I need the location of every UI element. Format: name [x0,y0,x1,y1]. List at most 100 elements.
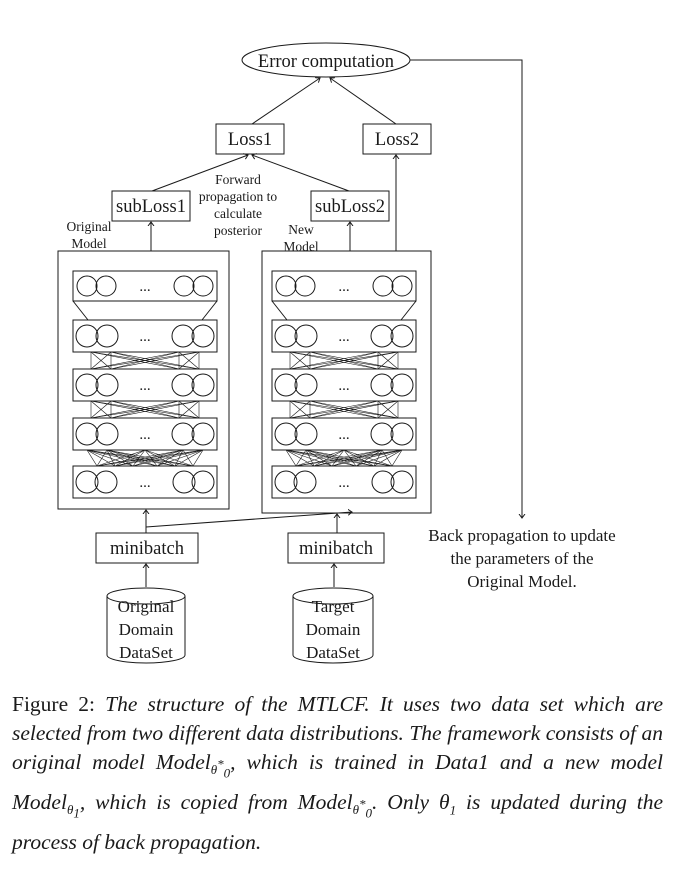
new-model-bottom-connections [285,449,403,467]
original-model-connections [90,351,200,370]
new-model-neuron [390,373,414,397]
dataset1-label: Original Domain DataSet [118,597,175,662]
caption-data1: Data1 [435,750,489,774]
caption-theta1: θ1 [67,802,80,821]
new-model-neuron [274,422,298,446]
new-model-neuron [294,373,318,397]
original-model-neuron [173,275,195,297]
new-model-neuron [293,470,317,494]
original-model-label-line-1: Original [67,219,112,234]
original-model-neuron [171,422,195,446]
new-model-neuron [370,324,394,348]
subloss2-label: subLoss2 [315,197,385,217]
mtlcf-diagram: ............... ............... Error co… [57,42,616,664]
new-model-neuron [391,275,413,297]
original-model-network: ............... [72,270,218,499]
original-model-neuron [95,373,119,397]
original-model-neuron [95,324,119,348]
new-model-layer-ellipsis: ... [338,475,349,491]
caption-theta0star-2: θ*0 [352,797,372,821]
caption-model-word-3: Model [297,789,353,814]
arrow-subloss2-to-loss1 [252,155,350,192]
new-model-neuron [294,324,318,348]
loss2-label: Loss2 [375,130,419,150]
original-model-neuron [75,422,99,446]
caption-model-theta0star: Modelθ*0 [156,750,230,781]
arrow-minibatch1-to-model2 [145,512,352,528]
new-model-funnel [271,300,417,321]
new-model-connections [289,351,399,370]
original-model-label-line-2: Model [71,236,106,251]
caption-model-theta0star-2: Modelθ*0 [297,789,372,821]
caption-model-theta1: Modelθ1 [12,789,80,821]
caption-text-3: and a new model [499,750,663,774]
new-model-layer-ellipsis: ... [338,427,349,443]
new-model-neuron [274,324,298,348]
dataset2-label-line-1: Target [312,597,355,616]
new-model-layer-1 [271,270,417,302]
loss1-label: Loss1 [228,130,272,150]
caption-theta1-inline-index: 1 [449,802,457,818]
backprop-note: Back propagation to update the parameter… [428,526,615,591]
original-model-neuron [172,470,196,494]
dataset1-cylinder [106,587,186,664]
original-model-neuron [95,422,119,446]
arrow-loss2-to-error [330,78,397,125]
caption-text-6: is updated during the process of back pr… [12,789,664,854]
new-model-label: New Model [283,222,318,254]
caption-theta0star-symbol-2: θ [352,802,359,818]
original-model-neuron [191,470,215,494]
original-model-layer-ellipsis: ... [139,378,150,394]
caption-theta1-inline-symbol: θ [439,789,450,814]
original-model-layer-ellipsis: ... [139,475,150,491]
original-model-layer-5 [72,465,218,499]
new-model-layer-ellipsis: ... [338,329,349,345]
original-model-neuron [75,373,99,397]
new-model-neuron [294,275,316,297]
forward-note-line-4: posterior [214,223,262,238]
caption-label: Figure 2: [12,692,95,716]
caption-theta0star-index-2: 0 [365,805,373,821]
new-model-connections [289,400,399,419]
original-model-layer-ellipsis: ... [139,329,150,345]
minibatch1-label: minibatch [110,539,184,559]
original-model-neuron [191,373,215,397]
original-model-neuron [94,470,118,494]
loss1-box [215,123,285,155]
original-model-layer-ellipsis: ... [139,279,150,295]
dataset2-label-line-2: Domain [306,620,361,639]
new-model-network: ............... [271,270,417,499]
new-model-neuron [274,373,298,397]
dataset1-label-line-3: DataSet [119,643,173,662]
backprop-arrow [410,59,522,518]
subloss2-box [310,190,390,222]
original-model-layer-1 [72,270,218,302]
dataset2-label: Target Domain DataSet [306,597,361,662]
caption-theta1-index: 1 [73,805,80,821]
caption-theta0star-star: * [217,756,224,772]
backprop-note-line-3: Original Model. [467,572,577,591]
new-model-neuron [372,275,394,297]
caption-model-word-2: Model [12,789,67,814]
caption-theta0star-symbol: θ [210,762,218,778]
original-model-label: Original Model [67,219,112,251]
original-model-neuron [171,373,195,397]
new-model-layer-ellipsis: ... [338,279,349,295]
minibatch2-box [287,532,385,564]
original-model-bottom-connections [86,449,204,467]
original-model-neuron [95,275,117,297]
loss2-box [362,123,432,155]
dataset1-label-line-2: Domain [119,620,174,639]
caption-theta0star: θ*0 [210,757,230,781]
arrow-loss1-to-error [251,78,320,125]
original-model-neuron [191,324,215,348]
new-model-label-line-1: New [288,222,314,237]
caption-text-1: The structure of the MTLCF. It uses two … [12,692,663,774]
forward-note-line-3: calculate [214,206,262,221]
original-model-frame [57,250,230,510]
new-model-layer-5 [271,465,417,499]
backprop-note-line-2: the parameters of the [450,549,593,568]
minibatch1-box [95,532,199,564]
forward-note-line-2: propagation to [199,189,278,204]
new-model-neuron [370,422,394,446]
